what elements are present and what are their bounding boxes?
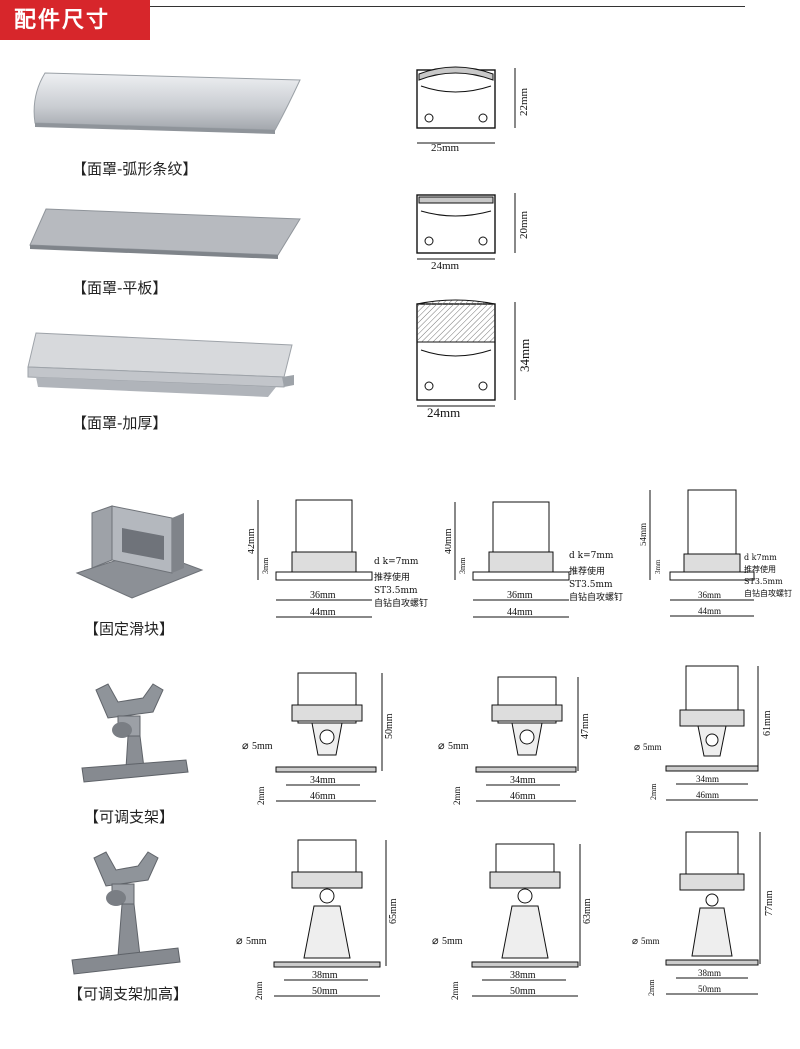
svg-text:44mm: 44mm	[310, 607, 336, 618]
svg-text:⌀: ⌀	[632, 936, 638, 947]
svg-text:50mm: 50mm	[384, 713, 395, 739]
svg-text:50mm: 50mm	[510, 986, 536, 997]
cover-curved-width: 25mm	[431, 142, 460, 154]
header-rule	[150, 6, 745, 7]
svg-text:自钻自攻螺钉: 自钻自攻螺钉	[744, 588, 792, 598]
cover-curved-drawing: 25mm 22mm	[416, 66, 530, 154]
svg-text:自钻自攻螺钉: 自钻自攻螺钉	[374, 597, 428, 609]
svg-text:61mm: 61mm	[762, 710, 773, 736]
svg-text:d k=7mm: d k=7mm	[569, 551, 614, 561]
bracket-high-label: 【可调支架加高】	[68, 985, 189, 1003]
cover-curved-height: 22mm	[518, 87, 530, 116]
svg-text:2mm: 2mm	[647, 979, 656, 996]
cover-flat-image	[29, 208, 301, 259]
svg-text:63mm: 63mm	[582, 898, 593, 924]
svg-text:47mm: 47mm	[580, 713, 591, 739]
svg-text:推荐使用: 推荐使用	[374, 571, 410, 583]
svg-text:2mm: 2mm	[256, 786, 266, 805]
bracket-label: 【可调支架】	[84, 808, 175, 826]
svg-text:65mm: 65mm	[388, 898, 399, 924]
svg-text:44mm: 44mm	[698, 606, 721, 616]
svg-text:3mm: 3mm	[654, 559, 662, 574]
svg-text:34mm: 34mm	[696, 774, 719, 784]
bracket-drawing-3: ⌀ 5mm 61mm 2mm 34mm 46mm	[634, 665, 773, 801]
bracket-high-image	[71, 851, 181, 975]
svg-text:46mm: 46mm	[510, 791, 536, 802]
svg-text:50mm: 50mm	[312, 986, 338, 997]
svg-text:38mm: 38mm	[698, 968, 721, 978]
bracket-high-drawing-3: ⌀ 5mm 77mm 2mm 38mm 50mm	[632, 831, 775, 996]
slider-drawing-1: 42mm 3mm 36mm 44mm d k=7mm 推荐使用 ST3.5mm …	[248, 499, 428, 618]
svg-text:5mm: 5mm	[641, 936, 660, 946]
svg-text:d k=7mm: d k=7mm	[374, 557, 419, 567]
svg-text:⌀: ⌀	[438, 740, 445, 752]
cover-flat-width: 24mm	[431, 260, 460, 272]
bracket-high-drawing-1: ⌀ 5mm 65mm 2mm 38mm 50mm	[236, 839, 399, 1000]
svg-text:⌀: ⌀	[634, 742, 640, 753]
svg-text:40mm: 40mm	[445, 528, 454, 554]
svg-text:ST3.5mm: ST3.5mm	[374, 586, 418, 596]
cover-thick-image	[27, 332, 294, 397]
slider-drawing-3: 54mm 3mm 36mm 44mm d k7mm 推荐使用 ST3.5mm 自…	[640, 489, 792, 617]
cover-curved-label: 【面罩-弧形条纹】	[72, 160, 198, 178]
svg-text:自钻自攻螺钉: 自钻自攻螺钉	[569, 591, 623, 603]
svg-text:5mm: 5mm	[252, 741, 273, 752]
svg-text:42mm: 42mm	[248, 528, 257, 554]
svg-text:36mm: 36mm	[310, 590, 336, 601]
svg-text:36mm: 36mm	[698, 590, 721, 600]
cover-thick-drawing: 24mm 34mm	[416, 299, 532, 420]
svg-text:⌀: ⌀	[432, 935, 439, 947]
svg-text:5mm: 5mm	[643, 742, 662, 752]
svg-text:5mm: 5mm	[442, 936, 463, 947]
bracket-drawing-1: ⌀ 5mm 50mm 2mm 34mm 46mm	[242, 672, 395, 805]
svg-text:34mm: 34mm	[510, 775, 536, 786]
svg-text:⌀: ⌀	[236, 935, 243, 947]
slider-label: 【固定滑块】	[84, 620, 175, 638]
svg-text:54mm: 54mm	[640, 523, 648, 546]
svg-text:38mm: 38mm	[510, 970, 536, 981]
svg-text:5mm: 5mm	[246, 936, 267, 947]
svg-text:36mm: 36mm	[507, 590, 533, 601]
cover-curved-image	[33, 72, 301, 134]
svg-text:50mm: 50mm	[698, 984, 721, 994]
svg-text:46mm: 46mm	[310, 791, 336, 802]
svg-text:44mm: 44mm	[507, 607, 533, 618]
svg-text:46mm: 46mm	[696, 790, 719, 800]
slider-image	[75, 505, 204, 599]
svg-text:3mm: 3mm	[261, 557, 270, 574]
svg-text:推荐使用: 推荐使用	[569, 565, 605, 577]
cover-thick-width: 24mm	[427, 405, 460, 420]
svg-text:⌀: ⌀	[242, 740, 249, 752]
cover-thick-label: 【面罩-加厚】	[72, 414, 168, 432]
cover-thick-height: 34mm	[517, 339, 532, 372]
svg-text:d k7mm: d k7mm	[744, 553, 777, 562]
svg-text:5mm: 5mm	[448, 741, 469, 752]
svg-text:38mm: 38mm	[312, 970, 338, 981]
svg-text:推荐使用: 推荐使用	[744, 564, 776, 574]
svg-text:2mm: 2mm	[450, 981, 460, 1000]
svg-text:2mm: 2mm	[452, 786, 462, 805]
cover-flat-height: 20mm	[518, 210, 530, 239]
svg-text:34mm: 34mm	[310, 775, 336, 786]
svg-text:2mm: 2mm	[649, 783, 658, 800]
cover-flat-drawing: 24mm 20mm	[416, 193, 530, 272]
bracket-high-drawing-2: ⌀ 5mm 63mm 2mm 38mm 50mm	[432, 843, 593, 1000]
bracket-image	[81, 683, 189, 783]
svg-text:3mm: 3mm	[458, 557, 467, 574]
section-title: 配件尺寸	[0, 0, 150, 40]
bracket-drawing-2: ⌀ 5mm 47mm 2mm 34mm 46mm	[438, 676, 591, 805]
slider-drawing-2: 40mm 3mm 36mm 44mm d k=7mm 推荐使用 ST3.5mm …	[445, 501, 623, 618]
svg-text:77mm: 77mm	[764, 890, 775, 916]
svg-text:ST3.5mm: ST3.5mm	[744, 577, 783, 586]
cover-flat-label: 【面罩-平板】	[72, 279, 168, 297]
svg-text:ST3.5mm: ST3.5mm	[569, 580, 613, 590]
svg-text:2mm: 2mm	[254, 981, 264, 1000]
